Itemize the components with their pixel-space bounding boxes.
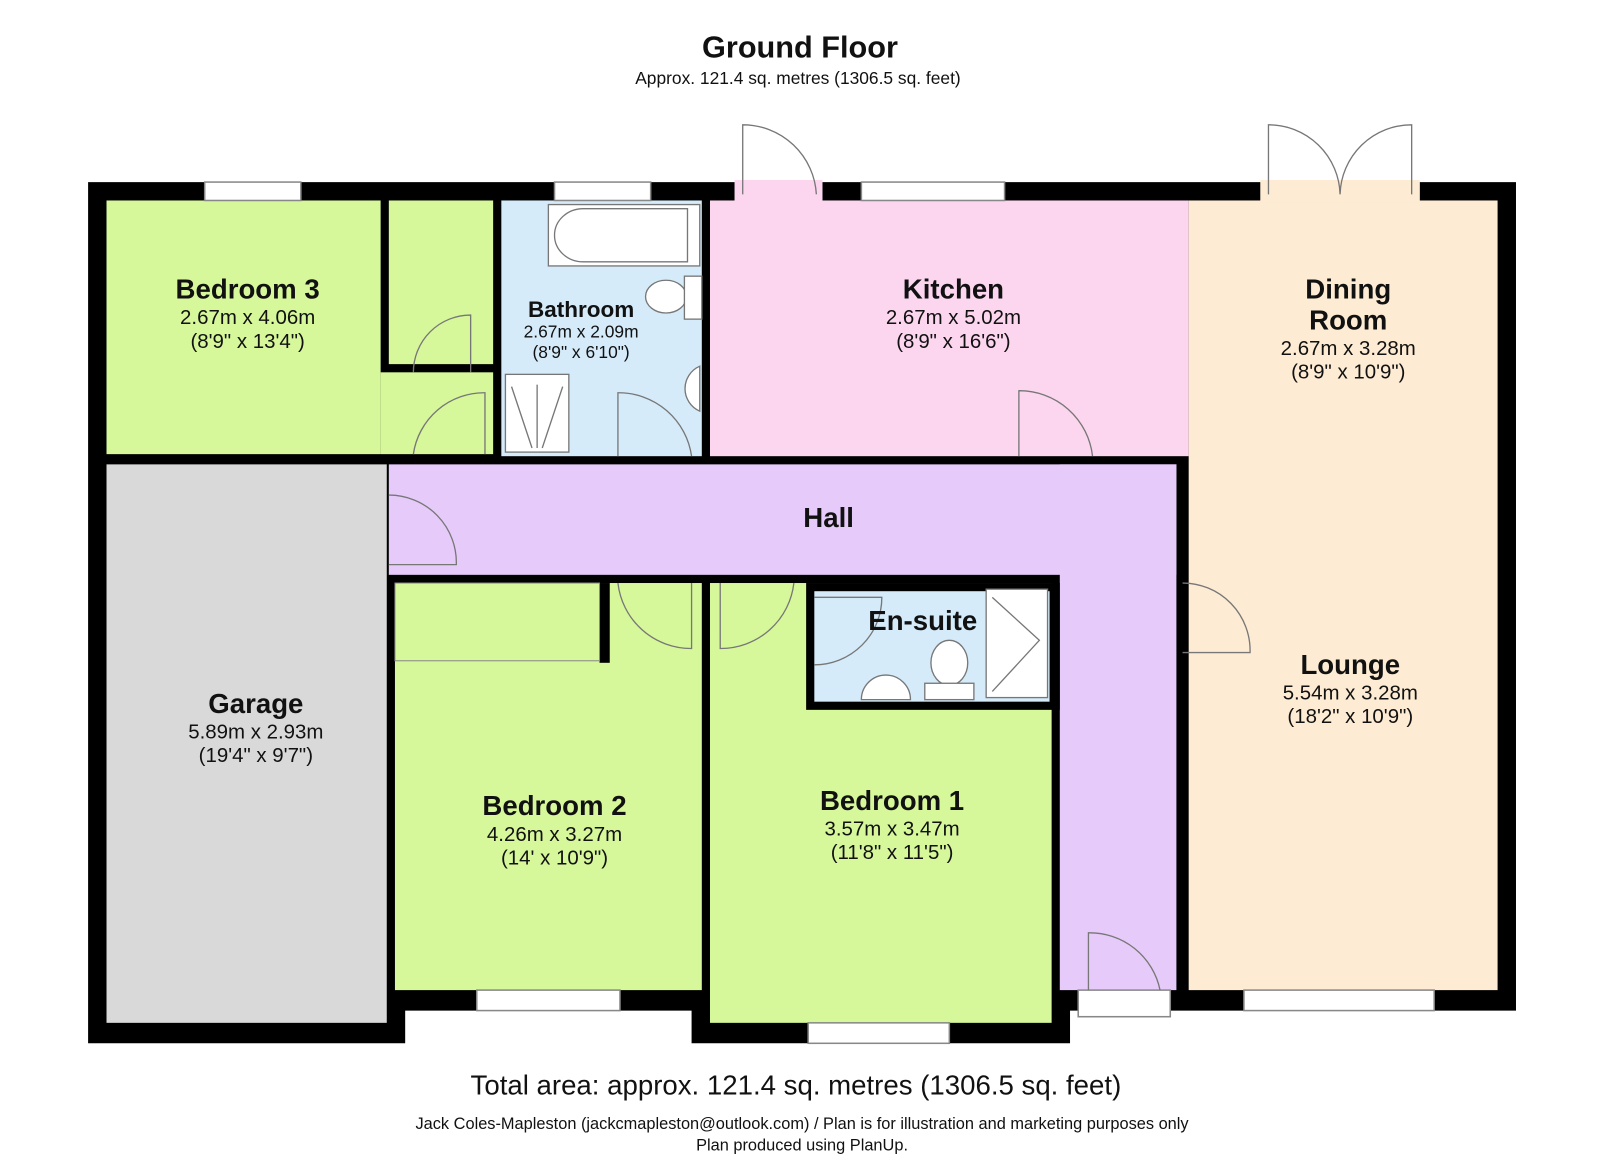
- window: [807, 1022, 951, 1045]
- room-name-line2: Room: [1309, 304, 1387, 335]
- sink-icon: [684, 365, 701, 413]
- front-door-icon: [1087, 932, 1161, 991]
- bath-basin: [553, 207, 689, 263]
- plan-title: Ground Floor: [702, 29, 898, 64]
- room-dimensions-imperial: (8'9" x 16'6"): [896, 330, 1010, 353]
- room-name: Bedroom 2: [482, 790, 626, 821]
- room-hall: [388, 464, 1177, 575]
- bedroom-3-closet: [388, 200, 494, 365]
- door-icon: [412, 392, 486, 455]
- wardrobe-wall: [599, 583, 610, 663]
- room-dimensions: 2.67m x 5.02m: [886, 306, 1021, 329]
- room-name: Bedroom 3: [176, 274, 320, 305]
- room-name: Hall: [803, 502, 854, 533]
- room-dimensions: 2.67m x 2.09m: [524, 322, 639, 342]
- sink-icon: [860, 674, 912, 701]
- room-hall-corridor: [1059, 464, 1177, 991]
- window: [860, 181, 1006, 202]
- room-dimensions-imperial: (8'9" x 10'9"): [1291, 360, 1405, 383]
- room-dimensions-imperial: (11'8" x 11'5"): [831, 841, 954, 864]
- room-dimensions-imperial: (8'9" x 6'10"): [533, 342, 630, 362]
- window: [1243, 989, 1435, 1012]
- bedroom-3-lobby: [380, 372, 494, 455]
- room-dimensions-imperial: (19'4" x 9'7"): [199, 744, 313, 767]
- door-icon: [1182, 582, 1251, 654]
- room-dimensions: 5.89m x 2.93m: [188, 720, 323, 743]
- window: [203, 181, 302, 202]
- shower-icon: [985, 588, 1049, 699]
- room-name: Garage: [208, 688, 303, 719]
- door-icon: [719, 582, 795, 650]
- room-dining-lounge: [1188, 200, 1498, 991]
- room-bedroom-3: [106, 200, 381, 455]
- window: [476, 989, 621, 1012]
- cistern: [683, 275, 703, 320]
- room-kitchen: [709, 200, 1189, 457]
- room-dimensions: 5.54m x 3.28m: [1283, 682, 1418, 705]
- room-dimensions-imperial: (18'2" x 10'9"): [1287, 705, 1413, 728]
- door-icon: [412, 314, 472, 373]
- produced-by: Plan produced using PlanUp.: [696, 1137, 908, 1155]
- room-garage: [106, 464, 387, 1023]
- total-area: Total area: approx. 121.4 sq. metres (13…: [471, 1069, 1122, 1100]
- door-icon: [617, 582, 693, 650]
- room-dimensions: 3.57m x 3.47m: [824, 818, 959, 841]
- cistern: [924, 682, 975, 701]
- window: [553, 181, 652, 202]
- door-icon: [742, 124, 818, 195]
- room-name: Bathroom: [528, 297, 634, 322]
- kitchen-door-gap: [734, 180, 823, 203]
- room-dimensions-imperial: (8'9" x 13'4"): [190, 330, 304, 353]
- credit-line: Jack Coles-Mapleston (jackcmapleston@out…: [415, 1115, 1189, 1133]
- shower-drain: [510, 384, 564, 449]
- room-dimensions: 2.67m x 3.28m: [1281, 337, 1416, 360]
- room-dimensions: 2.67m x 4.06m: [180, 306, 315, 329]
- front-door-threshold: [1077, 989, 1172, 1018]
- plan-subtitle: Approx. 121.4 sq. metres (1306.5 sq. fee…: [635, 68, 960, 88]
- shower-drain: [991, 596, 1041, 692]
- french-door-icon: [1267, 124, 1413, 195]
- door-icon: [814, 596, 883, 666]
- door-icon: [388, 494, 457, 566]
- wardrobe: [394, 582, 601, 662]
- room-name: En-suite: [868, 605, 977, 636]
- room-dimensions: 4.26m x 3.27m: [487, 823, 622, 846]
- room-name: Kitchen: [903, 274, 1004, 305]
- room-dimensions-imperial: (14' x 10'9"): [501, 846, 608, 869]
- room-name: Lounge: [1300, 649, 1400, 680]
- bath-icon: [547, 203, 701, 267]
- door-icon: [617, 392, 693, 457]
- room-name: Dining: [1305, 274, 1391, 305]
- toilet-icon: [644, 279, 688, 314]
- door-icon: [1018, 390, 1094, 457]
- room-name: Bedroom 1: [820, 785, 964, 816]
- toilet-icon: [930, 639, 969, 686]
